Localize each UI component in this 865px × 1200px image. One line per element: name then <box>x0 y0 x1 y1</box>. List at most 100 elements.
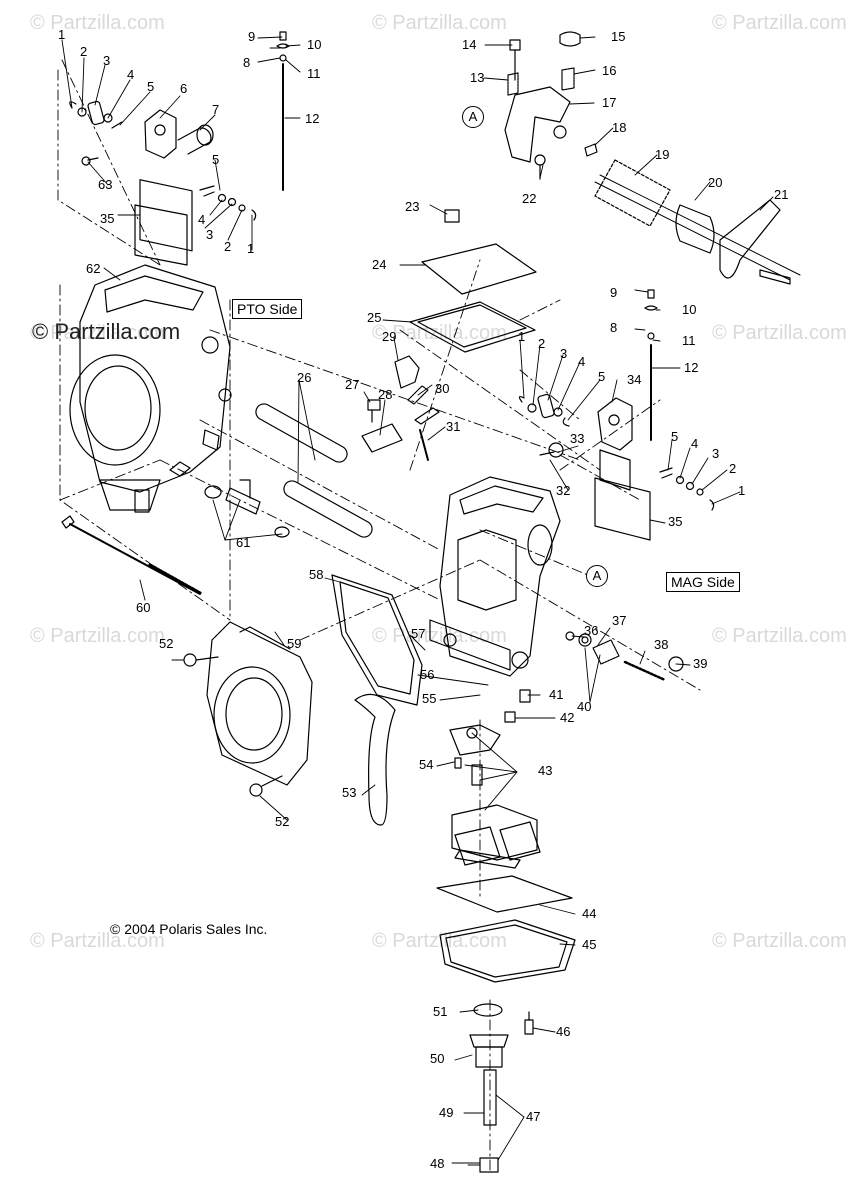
copyright-notice: © 2004 Polaris Sales Inc. <box>110 921 268 937</box>
part-number-label: 6 <box>180 81 188 96</box>
part-number-label: 29 <box>382 329 397 344</box>
part-number-label: 1 <box>247 241 255 256</box>
top-cover <box>409 209 537 353</box>
part-number-label: 5 <box>147 79 155 94</box>
part-number-label: 33 <box>570 431 585 446</box>
part-number-label: 19 <box>655 147 670 162</box>
assembly-guide-lines <box>57 59 701 1171</box>
part-number-label: 9 <box>248 29 256 44</box>
part-number-label: 62 <box>86 261 101 276</box>
part-number-label: 3 <box>560 346 568 361</box>
part-number-label: 35 <box>668 514 683 529</box>
mag-side-label: MAG Side <box>666 572 740 592</box>
part-number-label: 55 <box>422 691 437 706</box>
part-number-label: 8 <box>610 320 618 335</box>
part-number-label: 18 <box>612 120 627 135</box>
part-number-label: 14 <box>462 37 477 52</box>
float-bowl-gasket <box>331 574 423 706</box>
part-number-label: 2 <box>80 44 88 59</box>
part-number-label: 8 <box>243 55 251 70</box>
part-number-label: 56 <box>420 667 435 682</box>
center-small-parts <box>361 355 440 461</box>
part-number-label: 44 <box>582 906 597 921</box>
part-number-label: 28 <box>378 387 393 402</box>
part-number-label: 59 <box>287 636 302 651</box>
part-number-label: 48 <box>430 1156 445 1171</box>
part-number-label: 11 <box>682 333 696 348</box>
mag-jet-needle <box>644 289 658 441</box>
part-number-label: 52 <box>159 636 174 651</box>
watermark-text: © Partzilla.com <box>712 625 847 647</box>
vent-tubes <box>255 403 373 538</box>
float-and-needle-assembly <box>449 724 541 869</box>
callout-marker-a-top: A <box>462 106 484 128</box>
part-number-label: 4 <box>198 212 206 227</box>
brand-watermark: © Partzilla.com <box>32 319 181 344</box>
part-number-label: 2 <box>224 239 232 254</box>
part-number-label: 24 <box>372 257 387 272</box>
part-number-label: 12 <box>684 360 699 375</box>
part-number-label: 2 <box>729 461 737 476</box>
pto-carb-body <box>69 264 232 513</box>
part-number-label: 27 <box>345 377 360 392</box>
part-number-label: 49 <box>439 1105 454 1120</box>
part-number-label: 45 <box>582 937 597 952</box>
part-number-label: 63 <box>98 177 113 192</box>
part-number-label: 17 <box>602 95 617 110</box>
part-number-label: 25 <box>367 310 382 325</box>
watermark-text: © Partzilla.com <box>372 12 507 34</box>
part-number-label: 1 <box>518 329 526 344</box>
part-number-label: 5 <box>671 429 679 444</box>
part-number-label: 36 <box>584 623 599 638</box>
watermark-text: © Partzilla.com <box>712 12 847 34</box>
watermark-text: © Partzilla.com <box>30 322 165 344</box>
part-number-label: 13 <box>470 70 485 85</box>
part-number-label: 39 <box>693 656 708 671</box>
part-number-label: 42 <box>560 710 575 725</box>
long-bolt <box>61 515 202 595</box>
part-number-label: 5 <box>598 369 606 384</box>
part-number-label: 21 <box>774 187 789 202</box>
leader-lines <box>61 36 774 1166</box>
mag-carb-body <box>429 476 561 677</box>
part-number-label: 15 <box>611 29 626 44</box>
part-number-label: 3 <box>712 446 720 461</box>
callout-marker-a-mid: A <box>586 565 608 587</box>
part-number-label: 34 <box>627 372 642 387</box>
part-number-label: 58 <box>309 567 324 582</box>
part-number-label: 4 <box>578 354 586 369</box>
part-number-label: 5 <box>212 152 220 167</box>
part-number-label: 22 <box>522 191 537 206</box>
part-number-label: 4 <box>691 436 699 451</box>
pto-jet-needle <box>276 31 290 191</box>
part-number-label: 1 <box>58 27 66 42</box>
part-number-label: 16 <box>602 63 617 78</box>
part-number-label: 43 <box>538 763 553 778</box>
part-number-label: 31 <box>446 419 461 434</box>
part-number-label: 1 <box>738 483 746 498</box>
drain-hose <box>354 693 396 826</box>
part-number-label: 61 <box>236 535 251 550</box>
part-number-label: 40 <box>577 699 592 714</box>
part-number-label: 3 <box>206 227 214 242</box>
part-number-label: 10 <box>307 37 322 52</box>
part-number-label: 60 <box>136 600 151 615</box>
part-number-label: 41 <box>549 687 564 702</box>
part-number-label: 32 <box>556 483 571 498</box>
part-number-label: 50 <box>430 1051 445 1066</box>
part-number-label: 54 <box>419 757 434 772</box>
part-number-label: 20 <box>708 175 723 190</box>
part-number-label: 53 <box>342 785 357 800</box>
part-number-label: 2 <box>538 336 546 351</box>
pto-side-label: PTO Side <box>232 299 303 319</box>
watermark-text: © Partzilla.com <box>372 930 507 952</box>
watermark-text: © Partzilla.com <box>30 930 165 952</box>
part-number-label: 47 <box>526 1109 541 1124</box>
mag-side-small-parts <box>504 631 684 723</box>
part-number-label: 26 <box>297 370 312 385</box>
watermark-text: © Partzilla.com <box>712 930 847 952</box>
part-number-label: 35 <box>100 211 115 226</box>
mag-throttle-valve-assembly <box>518 393 715 541</box>
part-number-label: 46 <box>556 1024 571 1039</box>
